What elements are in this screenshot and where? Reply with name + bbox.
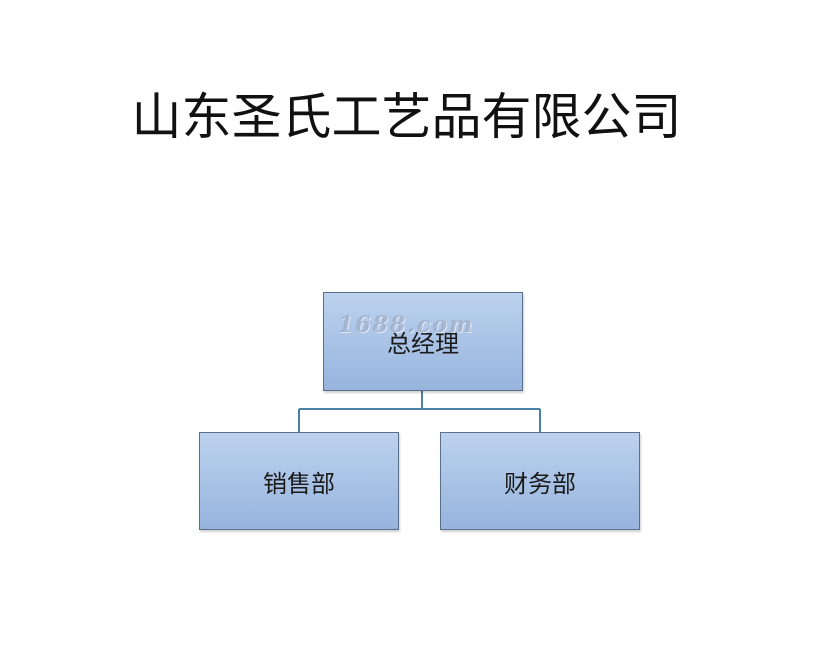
org-node-label: 总经理	[387, 330, 459, 358]
org-node-general-manager: 总经理	[323, 292, 523, 391]
org-node-label: 销售部	[263, 469, 335, 498]
company-title: 山东圣氏工艺品有限公司	[131, 88, 682, 146]
org-node-label: 财务部	[504, 469, 576, 498]
org-node-sales-department: 销售部	[199, 432, 399, 530]
org-node-finance-department: 财务部	[440, 432, 640, 530]
